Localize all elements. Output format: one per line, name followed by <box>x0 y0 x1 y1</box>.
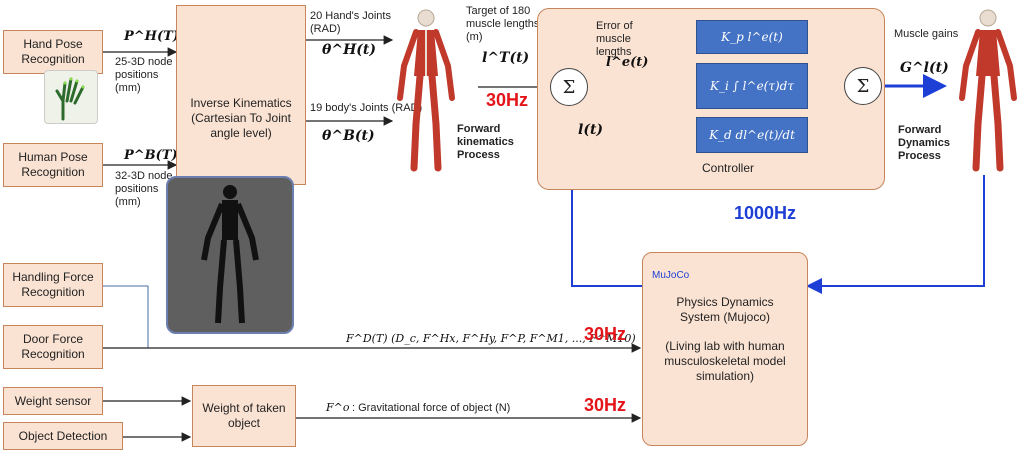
handling-force-recognition-box: Handling Force Recognition <box>3 263 103 307</box>
feedback-length-symbol: l(t) <box>578 122 604 138</box>
rate-30hz-weight: 30Hz <box>584 395 627 415</box>
rate-1000hz: 1000Hz <box>734 203 797 223</box>
weight-sensor-label: Weight sensor <box>14 393 92 408</box>
error-sum-node: Σ <box>550 68 588 106</box>
weight-sensor-box: Weight sensor <box>3 387 103 415</box>
musculoskeletal-model-figure <box>396 6 456 174</box>
proportional-term-block: K_p l^e(t) <box>696 20 808 54</box>
body-pose-symbol: P^B(T) <box>124 148 178 163</box>
hand-node-positions-label: 25-3D node positions (mm) <box>115 56 173 94</box>
hand-skeleton-image <box>44 70 98 124</box>
hand-pose-recognition-box: Hand Pose Recognition <box>3 30 103 74</box>
target-muscle-lengths-label: Target of 180 muscle lengths (m) <box>466 5 540 43</box>
physics-dynamics-box: Physics Dynamics System (Mujoco) (Living… <box>642 252 808 446</box>
object-detection-label: Object Detection <box>18 428 108 443</box>
body-node-positions-label: 32-3D node positions (mm) <box>115 170 173 208</box>
proportional-term-label: K_p l^e(t) <box>721 30 783 44</box>
muscle-gains-label: Muscle gains <box>894 28 959 40</box>
hand-joints-label: 20 Hand's Joints (RAD) <box>310 10 391 35</box>
derivative-term-block: K_d dl^e(t)/dt <box>696 117 808 153</box>
physics-title: Physics Dynamics System (Mujoco) <box>676 295 774 324</box>
hand-pose-symbol: P^H(T) <box>124 29 179 44</box>
theta-h-symbol: θ^H(t) <box>322 42 377 58</box>
door-force-label: Door Force Recognition <box>21 332 85 361</box>
theta-b-symbol: θ^B(t) <box>322 128 375 144</box>
body-skeleton-image <box>166 176 294 334</box>
error-muscle-lengths-label: Error of muscle lengths <box>596 20 633 58</box>
mujoco-logo: MuJoCo <box>652 270 690 281</box>
error-symbol: l^e(t) <box>606 55 649 70</box>
forward-dynamics-figure <box>958 6 1018 174</box>
muscle-gain-symbol: G^l(t) <box>900 60 949 76</box>
rate-30hz-kinematics: 30Hz <box>486 90 529 110</box>
derivative-term-label: K_d dl^e(t)/dt <box>709 128 795 142</box>
human-pose-recognition-box: Human Pose Recognition <box>3 143 103 187</box>
door-force-symbol: F^D(T) (D_c, F^Hx, F^Hy, F^P, F^M1, ...,… <box>346 332 636 345</box>
weight-of-object-box: Weight of taken object <box>192 385 296 447</box>
inverse-kinematics-box: Inverse Kinematics (Cartesian To Joint a… <box>176 5 306 185</box>
object-detection-box: Object Detection <box>3 422 123 450</box>
body-joints-label: 19 body's Joints (RAD) <box>310 102 423 114</box>
human-pose-label: Human Pose Recognition <box>18 150 88 179</box>
gain-sum-node: Σ <box>844 67 882 105</box>
forward-dynamics-label: Forward Dynamics Process <box>898 124 950 162</box>
weight-of-object-label: Weight of taken object <box>202 401 286 430</box>
handling-force-label: Handling Force Recognition <box>12 270 94 299</box>
forward-kinematics-label: Forward kinematics Process <box>457 123 514 161</box>
integral-term-block: K_i ∫ l^e(τ)dτ <box>696 63 808 109</box>
controller-label: Controller <box>702 161 755 175</box>
door-force-recognition-box: Door Force Recognition <box>3 325 103 369</box>
physics-description: (Living lab with human musculoskeletal m… <box>664 339 786 383</box>
integral-term-label: K_i ∫ l^e(τ)dτ <box>710 79 794 93</box>
inverse-kinematics-label: Inverse Kinematics (Cartesian To Joint a… <box>190 96 292 140</box>
hand-pose-label: Hand Pose Recognition <box>21 37 85 66</box>
target-length-symbol: l^T(t) <box>482 50 530 66</box>
rate-30hz-door: 30Hz <box>584 324 627 344</box>
gravity-force-symbol: F^o <box>326 401 350 414</box>
gravitational-force-label: : Gravitational force of object (N) <box>352 402 511 414</box>
